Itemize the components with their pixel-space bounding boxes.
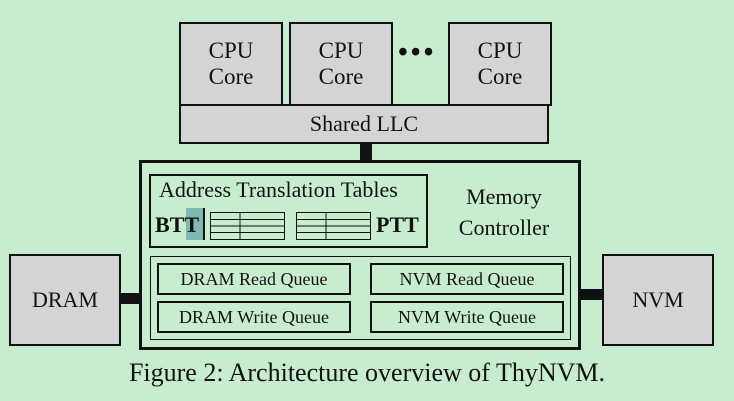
text-cursor (203, 208, 205, 240)
cpu-core-n: CPU Core (448, 22, 552, 106)
cpu-core-1-line2: Core (208, 64, 254, 89)
nvm-box: NVM (602, 254, 714, 346)
cpu-core-2-line1: CPU (318, 37, 364, 63)
cpu-core-1: CPU Core (179, 22, 283, 106)
memory-controller-label: Memory Controller (441, 182, 567, 244)
memory-controller-label-line1: Memory (466, 184, 542, 209)
address-translation-tables-title: Address Translation Tables (159, 177, 398, 202)
cpu-core-n-line2: Core (477, 64, 523, 89)
address-translation-tables-box (149, 174, 428, 248)
ptt-label: PTT (376, 212, 419, 237)
memory-controller-label-line2: Controller (458, 214, 550, 240)
nvm-controller-link (580, 289, 604, 300)
cpu-core-2: CPU Core (289, 22, 393, 106)
llc-controller-link (360, 143, 372, 163)
dram-box: DRAM (9, 254, 121, 346)
shared-llc: Shared LLC (179, 104, 549, 144)
cpu-core-n-line1: CPU (477, 37, 523, 63)
dram-read-queue: DRAM Read Queue (157, 263, 351, 295)
cpu-core-1-line1: CPU (208, 37, 254, 63)
btt-label: BTT (155, 212, 200, 237)
dram-controller-link (120, 293, 142, 304)
btt-table-grid (210, 212, 285, 240)
cpu-ellipsis: ••• (398, 37, 437, 68)
nvm-read-queue: NVM Read Queue (370, 263, 564, 295)
text-selection-highlight (186, 208, 205, 240)
queues-frame (150, 256, 571, 340)
cpu-core-2-line2: Core (318, 64, 364, 89)
ptt-table-grid (296, 212, 371, 240)
figure-caption: Figure 2: Architecture overview of ThyNV… (128, 358, 606, 387)
dram-write-queue: DRAM Write Queue (157, 301, 351, 333)
nvm-write-queue: NVM Write Queue (370, 301, 564, 333)
